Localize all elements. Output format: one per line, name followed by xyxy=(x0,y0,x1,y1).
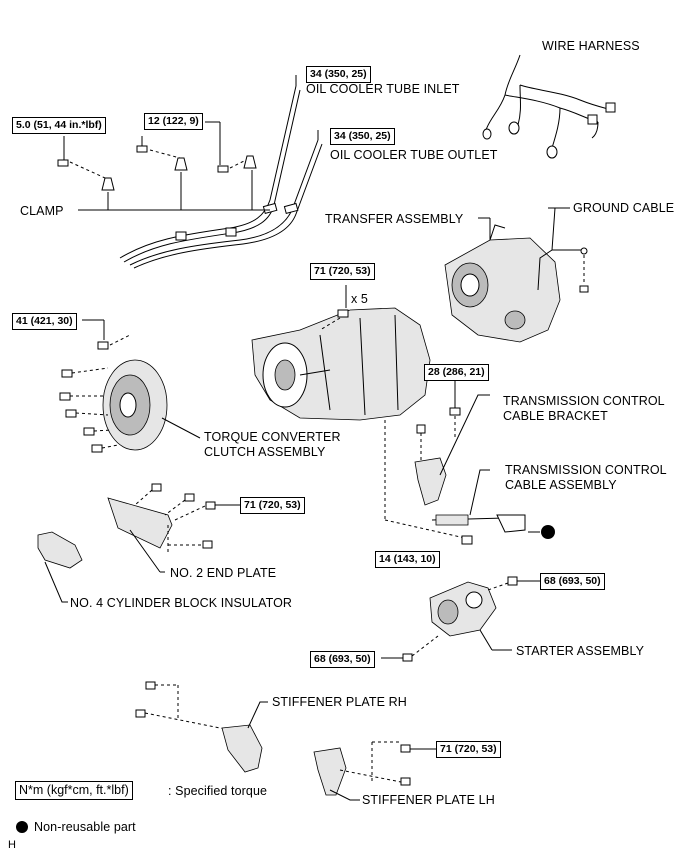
label-no4-cylinder-block-insulator: NO. 4 CYLINDER BLOCK INSULATOR xyxy=(70,596,293,610)
label-no2-end-plate: NO. 2 END PLATE xyxy=(170,566,277,580)
torque-34-outlet: 34 (350, 25) xyxy=(330,128,395,145)
stiffener-rh-drawing xyxy=(135,681,268,773)
oil-cooler-tubes-drawing xyxy=(119,85,323,269)
torque-28: 28 (286, 21) xyxy=(424,364,489,381)
torque-12: 12 (122, 9) xyxy=(144,113,203,130)
wire-harness-drawing xyxy=(482,54,616,159)
torque-68-upper: 68 (693, 50) xyxy=(540,573,605,590)
label-stiffener-plate-lh: STIFFENER PLATE LH xyxy=(362,793,495,807)
starter-assembly-drawing xyxy=(381,576,540,662)
torque-71-case: 71 (720, 53) xyxy=(310,263,375,280)
label-transmission-control-cable-1: TRANSMISSION CONTROL xyxy=(505,463,667,477)
no2-end-plate-drawing xyxy=(107,483,240,573)
transmission-case-drawing xyxy=(251,285,466,539)
stiffener-lh-drawing xyxy=(313,741,436,801)
label-oil-cooler-tube-inlet: OIL COOLER TUBE INLET xyxy=(306,82,460,96)
label-wire-harness: WIRE HARNESS xyxy=(542,39,640,53)
clamp-callouts xyxy=(57,75,319,211)
torque-34-inlet: 34 (350, 25) xyxy=(306,66,371,83)
torque-71-stiffener-lh: 71 (720, 53) xyxy=(436,741,501,758)
label-torque-converter-1: TORQUE CONVERTER xyxy=(204,430,341,444)
label-torque-converter-2: CLUTCH ASSEMBLY xyxy=(204,445,326,459)
transfer-assembly-drawing xyxy=(444,207,589,343)
label-transfer-assembly: TRANSFER ASSEMBLY xyxy=(325,212,464,226)
label-x5: x 5 xyxy=(351,292,368,306)
torque-41: 41 (421, 30) xyxy=(12,313,77,330)
torque-5-0: 5.0 (51, 44 in.*lbf) xyxy=(12,117,106,134)
no4-insulator-drawing xyxy=(37,531,83,603)
nonreusable-legend-dot xyxy=(16,821,28,833)
torque-71-end-plate: 71 (720, 53) xyxy=(240,497,305,514)
label-clamp: CLAMP xyxy=(20,204,64,218)
torque-converter-drawing xyxy=(59,319,201,453)
label-ground-cable: GROUND CABLE xyxy=(573,201,675,215)
label-transmission-control-cable-2: CABLE ASSEMBLY xyxy=(505,478,617,492)
figure-code: H xyxy=(8,839,17,851)
torque-14: 14 (143, 10) xyxy=(375,551,440,568)
legend-torque-description: : Specified torque xyxy=(168,784,268,798)
legend-torque-unit: N*m (kgf*cm, ft.*lbf) xyxy=(15,781,133,800)
legend-nonreusable: Non-reusable part xyxy=(34,820,136,834)
torque-68-lower: 68 (693, 50) xyxy=(310,651,375,668)
label-transmission-control-bracket-1: TRANSMISSION CONTROL xyxy=(503,394,665,408)
label-stiffener-plate-rh: STIFFENER PLATE RH xyxy=(272,695,407,709)
label-transmission-control-bracket-2: CABLE BRACKET xyxy=(503,409,608,423)
label-starter-assembly: STARTER ASSEMBLY xyxy=(516,644,645,658)
label-oil-cooler-tube-outlet: OIL COOLER TUBE OUTLET xyxy=(330,148,498,162)
control-cable-drawing xyxy=(414,380,555,545)
